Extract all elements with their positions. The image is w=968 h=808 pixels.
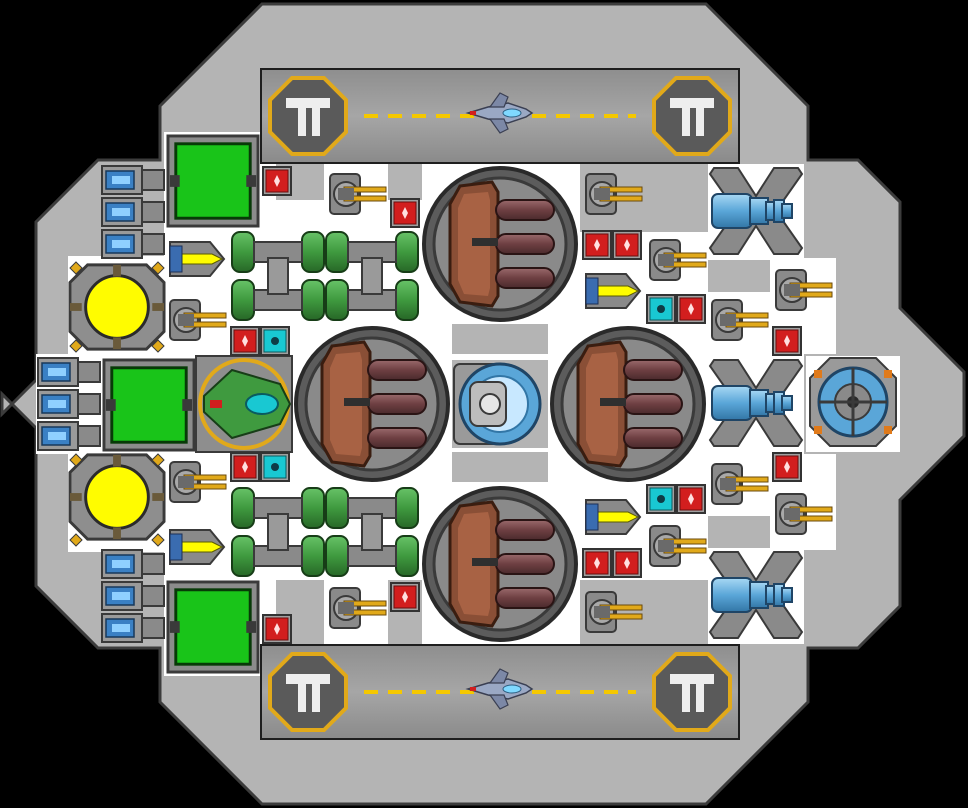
- ammo-crate-icon[interactable]: [262, 614, 292, 644]
- power-cell-icon[interactable]: [102, 358, 196, 452]
- ammo-crate-icon[interactable]: [772, 452, 802, 482]
- ammo-crate-icon[interactable]: [676, 484, 706, 514]
- thruster-icon[interactable]: [101, 581, 165, 611]
- thruster-bank-top: [101, 165, 165, 259]
- ammo-crate-icon[interactable]: [772, 326, 802, 356]
- reactor-icon[interactable]: [68, 453, 166, 541]
- reactor-indicators: [69, 261, 165, 547]
- gyroscope[interactable]: [809, 357, 897, 447]
- shield-generator-icon[interactable]: [260, 326, 290, 356]
- thruster-icon[interactable]: [37, 389, 101, 419]
- ammo-crate-icon[interactable]: [390, 198, 420, 228]
- thruster-bank-bottom: [101, 549, 165, 643]
- power-cell-icon[interactable]: [166, 134, 260, 228]
- ammo-crate-icon[interactable]: [582, 230, 612, 260]
- hangar-pad-icon[interactable]: [652, 76, 732, 156]
- thruster-icon[interactable]: [101, 613, 165, 643]
- thruster-bank-mid: [37, 357, 101, 451]
- reactor-icon[interactable]: [68, 263, 166, 351]
- ammo-crate-icon[interactable]: [230, 326, 260, 356]
- thruster-icon[interactable]: [37, 421, 101, 451]
- heavy-turret-icon[interactable]: [550, 326, 706, 482]
- ammo-crate-icon[interactable]: [676, 294, 706, 324]
- hangar-pad-icon[interactable]: [652, 652, 732, 732]
- hangar-pad-icon[interactable]: [268, 76, 348, 156]
- ammo-crate-icon[interactable]: [230, 452, 260, 482]
- heavy-turret-icon[interactable]: [422, 486, 578, 642]
- ammo-crate-icon[interactable]: [390, 582, 420, 612]
- heavy-turret-icon[interactable]: [422, 166, 578, 322]
- shield-generator-icon[interactable]: [646, 484, 676, 514]
- sensor-dome[interactable]: [452, 360, 548, 448]
- ammo-crate-icon[interactable]: [262, 166, 292, 196]
- shield-generator-icon[interactable]: [260, 452, 290, 482]
- thruster-icon[interactable]: [101, 197, 165, 227]
- thruster-icon[interactable]: [101, 229, 165, 259]
- ammo-crate-icon[interactable]: [582, 548, 612, 578]
- hangar-pad-icon[interactable]: [268, 652, 348, 732]
- power-cell-icon[interactable]: [166, 580, 260, 674]
- thruster-icon[interactable]: [37, 357, 101, 387]
- cockpit[interactable]: [195, 355, 293, 453]
- hangar-bottom[interactable]: [260, 644, 740, 740]
- thruster-icon[interactable]: [101, 165, 165, 195]
- hangar-top[interactable]: [260, 68, 740, 164]
- heavy-turret-icon[interactable]: [294, 326, 450, 482]
- thruster-icon[interactable]: [101, 549, 165, 579]
- ammo-crate-icon[interactable]: [612, 548, 642, 578]
- ammo-crate-icon[interactable]: [612, 230, 642, 260]
- shield-generator-icon[interactable]: [646, 294, 676, 324]
